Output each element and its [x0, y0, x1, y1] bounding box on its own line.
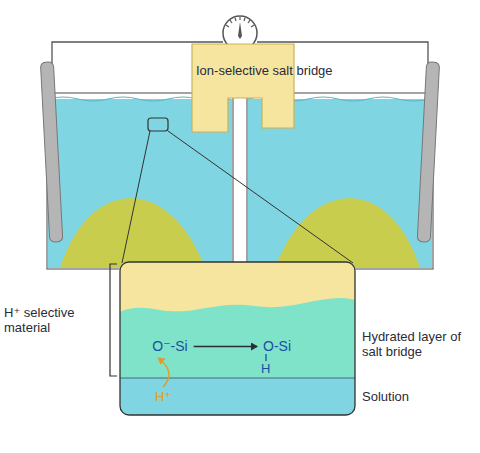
- chemical-group: O-Si: [258, 337, 296, 356]
- leader-line: [168, 131, 353, 263]
- region-label: Hydrated layer of salt bridge: [362, 329, 476, 359]
- zoom-panel: [120, 262, 355, 415]
- atom-label: H: [261, 361, 273, 376]
- node-text: O⁻-Si: [152, 338, 187, 355]
- region-label: H⁺ selective material: [4, 305, 104, 335]
- region-label: Solution: [362, 389, 476, 404]
- node-text: O-Si: [263, 338, 291, 355]
- bracket: [110, 264, 117, 376]
- zoom-marker: [148, 118, 168, 131]
- chemical-group: O⁻-Si: [148, 337, 192, 356]
- reaction-arrow: [194, 346, 257, 347]
- meter-needle: [238, 22, 242, 39]
- ion-label: H⁺: [150, 388, 176, 406]
- leader-line: [122, 131, 150, 263]
- node-text: H⁺: [155, 389, 171, 405]
- zoom-border: [120, 262, 355, 415]
- bond-line: [265, 354, 266, 361]
- node-text: Ion-selective salt bridge: [196, 63, 333, 79]
- reaction-arrow: [158, 358, 169, 387]
- electrode: [40, 62, 62, 242]
- electrode: [417, 62, 439, 242]
- salt-bridge: [192, 44, 294, 132]
- salt-bridge-label: Ion-selective salt bridge: [194, 47, 335, 95]
